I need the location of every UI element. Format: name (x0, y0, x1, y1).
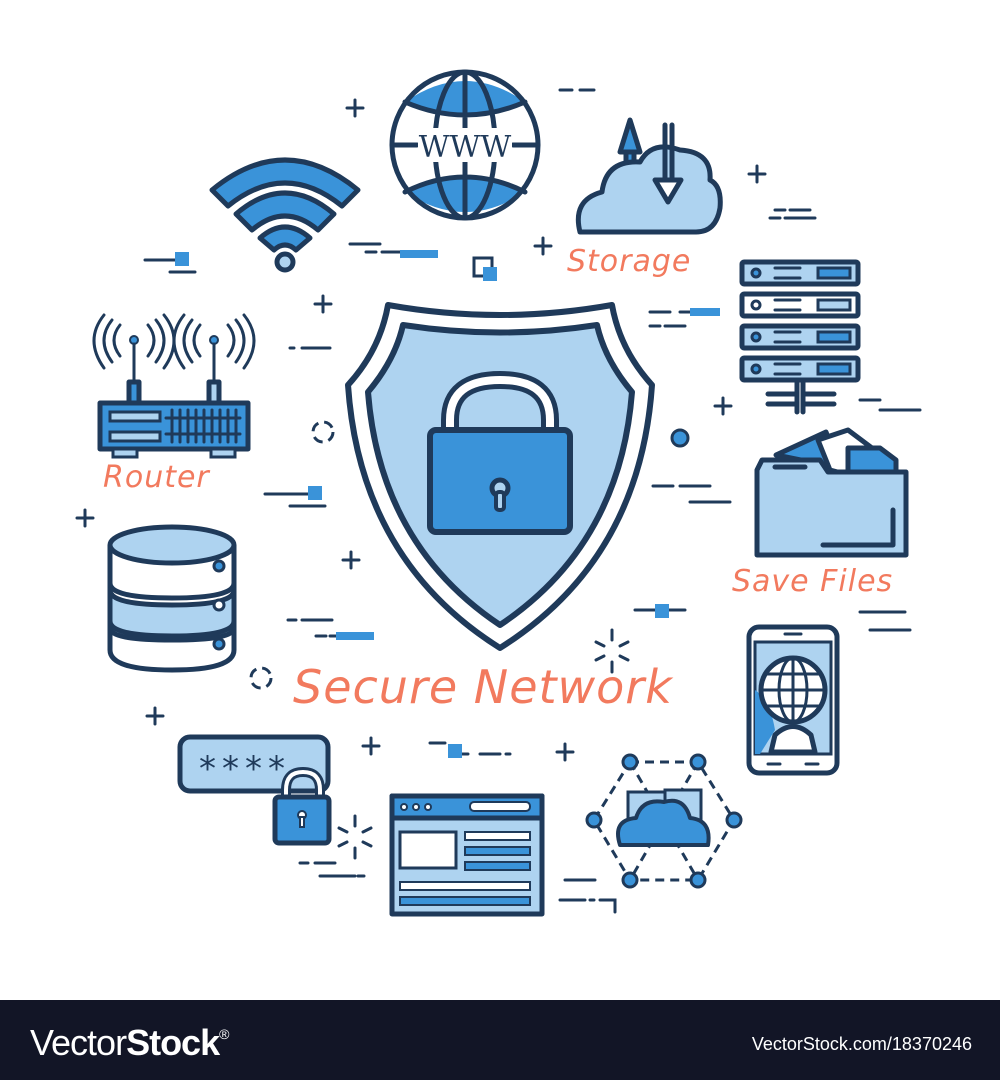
brand-logo: VectorStock® (30, 1022, 229, 1064)
cloud-storage-icon (575, 117, 723, 235)
globe-www-icon: WWW (389, 69, 541, 221)
folder-icon (754, 427, 909, 558)
label-storage: Storage (567, 244, 692, 279)
password-lock-icon: **** (177, 734, 332, 846)
label-save-files: Save Files (732, 564, 894, 599)
brand-light: Vector (30, 1022, 127, 1063)
cloud-network-icon (585, 753, 743, 889)
browser-window-icon (389, 793, 545, 917)
registered-mark: ® (219, 1026, 229, 1042)
page-title: Secure Network (293, 660, 673, 714)
www-text: WWW (419, 130, 512, 165)
image-reference: VectorStock.com/18370246 (751, 1034, 972, 1054)
decorations (75, 88, 922, 914)
server-rack-icon (739, 259, 861, 415)
brand-bold: Stock (126, 1022, 220, 1063)
illustration: .o{stroke:#1f3a5a;stroke-width:5;fill:no… (75, 69, 922, 917)
footer-bar: VectorStock® VectorStock.com/18370246 (0, 1000, 1000, 1080)
wifi-icon (209, 157, 361, 273)
smartphone-globe-icon (746, 624, 840, 776)
password-mask: **** (199, 749, 291, 789)
router-icon (92, 313, 256, 459)
shield-lock-icon (345, 302, 655, 651)
illustration-canvas: .o{stroke:#1f3a5a;stroke-width:5;fill:no… (75, 69, 922, 917)
database-icon (107, 524, 237, 673)
label-router: Router (103, 460, 210, 495)
